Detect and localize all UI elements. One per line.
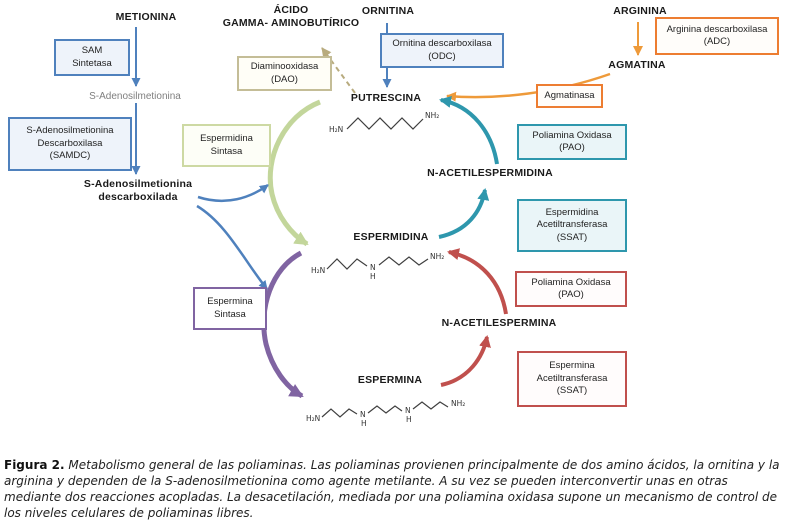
espermidina-h2n-label: H₂N bbox=[311, 266, 325, 275]
figure-caption-label: Figura 2. bbox=[4, 458, 65, 472]
esperminas-structure: H₂N N H N H NH₂ bbox=[306, 399, 465, 428]
putrescina-label: PUTRESCINA bbox=[350, 92, 422, 104]
odc-box: Ornitina descarboxilasa (ODC) bbox=[380, 33, 504, 68]
espermidina-label: ESPERMIDINA bbox=[353, 231, 429, 243]
espermidina-n-label: N bbox=[370, 263, 376, 272]
ssat-superior-box: Espermidina Acetiltransferasa (SSAT) bbox=[517, 199, 627, 252]
nacetilespermina-to-espermidina-red-arrow bbox=[447, 248, 508, 315]
pao-superior-box: Poliamina Oxidasa (PAO) bbox=[517, 124, 627, 160]
figure-caption-text: Metabolismo general de las poliaminas. L… bbox=[4, 458, 780, 520]
espermidina-to-esperminas-purple-arrow bbox=[261, 250, 304, 399]
arginina-label: ARGININA bbox=[613, 5, 667, 17]
agmatinasa-box: Agmatinasa bbox=[536, 84, 603, 108]
nacetilespermidina-to-putrescina-teal-arrow bbox=[439, 96, 499, 165]
n-acetilespermidina-label: N-ACETILESPERMIDINA bbox=[427, 167, 553, 179]
samdc-box: S-Adenosilmetionina Descarboxilasa (SAMD… bbox=[8, 117, 132, 171]
sam-descarboxilada-to-esperminas-sintasa-arrow bbox=[196, 204, 268, 290]
putrescina-to-espermidina-green-arrow bbox=[267, 99, 321, 247]
putrescina-h2n-label: H₂N bbox=[329, 125, 343, 134]
diagram-arrows-layer: H₂N NH₂ H₂N N H NH₂ H₂N N H N H bbox=[131, 22, 643, 428]
esperminas-h2-label: H bbox=[406, 415, 412, 424]
esperminas-sintasa-box: Espermina Sintasa bbox=[193, 287, 267, 330]
espermidina-nh2-label: NH₂ bbox=[430, 252, 444, 261]
n-acetilespermina-label: N-ACETILESPERMINA bbox=[441, 317, 557, 329]
s-adenosilmetionina-descarboxilada-label: S-Adenosilmetionina descarboxilada bbox=[83, 178, 193, 203]
dao-box: Diaminooxidasa (DAO) bbox=[237, 56, 332, 91]
ornitina-label: ORNITINA bbox=[361, 5, 415, 17]
agmatina-to-putrescina-arrow bbox=[446, 72, 611, 102]
esperminas-to-nacetilespermina-red-arrow bbox=[440, 335, 491, 387]
esperminas-label: ESPERMINA bbox=[357, 374, 423, 386]
pao-inferior-box: Poliamina Oxidasa (PAO) bbox=[515, 271, 627, 307]
esperminas-h2n-label: H₂N bbox=[306, 414, 320, 423]
adc-box: Arginina descarboxilasa (ADC) bbox=[655, 17, 779, 55]
putrescina-nh2-label: NH₂ bbox=[425, 111, 439, 120]
espermidina-to-nacetilespermidina-teal-arrow bbox=[438, 188, 490, 239]
esperminas-h1-label: H bbox=[361, 419, 367, 428]
figure-caption: Figura 2. Metabolismo general de las pol… bbox=[4, 457, 788, 521]
metionina-label: METIONINA bbox=[115, 11, 177, 23]
polyamine-metabolism-diagram: H₂N NH₂ H₂N N H NH₂ H₂N N H N H bbox=[8, 4, 779, 428]
ssat-inferior-box: Espermina Acetiltransferasa (SSAT) bbox=[517, 351, 627, 407]
esperminas-n2-label: N bbox=[405, 406, 411, 415]
gaba-label: ÁCIDO GAMMA- AMINOBUTÍRICO bbox=[222, 4, 360, 29]
putrescina-to-gaba-dashed-arrow bbox=[321, 47, 356, 94]
sam-descarboxilada-to-espermidina-sintasa-arrow bbox=[197, 183, 269, 203]
esperminas-n1-label: N bbox=[360, 410, 366, 419]
espermidina-sintasa-box: Espermidina Sintasa bbox=[182, 124, 271, 167]
s-adenosilmetionina-label: S-Adenosilmetionina bbox=[89, 91, 181, 102]
espermidina-h-label: H bbox=[370, 272, 376, 281]
putrescina-structure: H₂N NH₂ bbox=[329, 111, 439, 134]
sam-sintetasa-box: SAM Sintetasa bbox=[54, 39, 130, 76]
esperminas-nh2-label: NH₂ bbox=[451, 399, 465, 408]
agmatina-label: AGMATINA bbox=[608, 59, 666, 71]
espermidina-structure: H₂N N H NH₂ bbox=[311, 252, 444, 281]
